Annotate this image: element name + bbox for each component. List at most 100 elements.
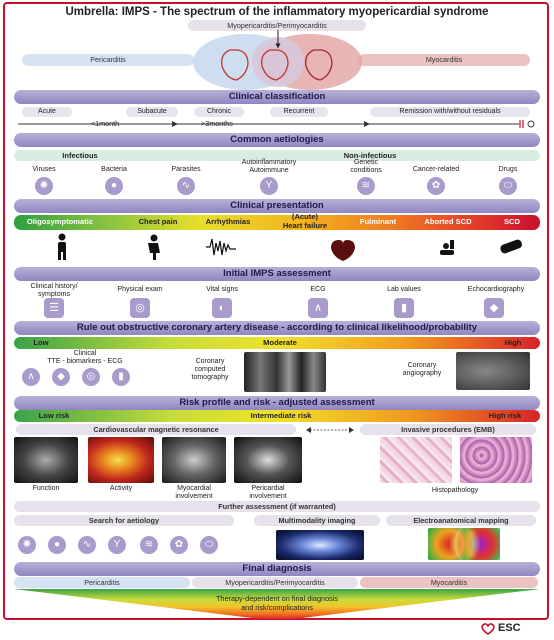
risk-low: Low risk [38,411,70,420]
cpr-icon [440,240,454,255]
blood-pressure-icon: ◐ [212,298,232,318]
stage-subacute: Subacute [126,107,178,117]
cmr-function-label: Function [32,485,60,492]
assessment-ecg-label: ECG [310,286,326,293]
final-myopericarditis: Myopericarditis/Perimyocarditis [192,577,358,588]
stage-acute: Acute [22,107,72,117]
clinical-classification-header: Clinical classification [14,90,540,104]
ct-scan-images [244,352,326,392]
stethoscope-icon: ◎ [130,298,150,318]
threshold-3months: >3months [201,119,233,128]
standing-person-icon [58,233,66,260]
clipboard-icon: ☰ [44,298,64,318]
presentation-header: Clinical presentation [14,199,540,213]
assessment-echo-label: Echocardiography [467,286,525,293]
histopathology-image-1 [380,437,452,483]
page-title: Umbrella: IMPS - The spectrum of the inf… [65,6,489,18]
cmr-pericardial-image [234,437,302,483]
threshold-1month: <1month [90,119,120,128]
cmr-myocardial-label: Myocardial involvement [175,485,213,500]
angiography-image [456,352,530,390]
aetiology-parasites-label: Parasites [171,166,201,173]
presentation-icons [58,233,522,261]
risk-level-bar [14,410,540,422]
ecg-small-icon: ∧ [22,368,40,386]
presentation-aborted-scd: Aborted SCD [424,217,472,226]
presentation-chest-pain: Chest pain [138,217,178,226]
likelihood-bar [14,337,540,349]
virus-icon: ✺ [35,177,53,195]
aetiology-cancer-label: Cancer-related [412,166,460,173]
esc-heart-logo-icon [481,623,495,635]
rule-out-cad-header: Rule out obstructive coronary artery dis… [14,321,540,335]
spectrum-center-label: Myopericarditis/Perimyocarditis [188,20,366,31]
coffin-icon [500,239,522,254]
aetiology-bacteria-label: Bacteria [101,166,127,173]
stage-remission: Remission with/without residuals [370,107,530,117]
assessment-vitals-label: Vital signs [206,286,238,293]
likelihood-high: High [504,338,522,347]
aetiology-genetic-label: Genetic conditions [350,159,382,174]
spectrum-right-label: Myocarditis [358,54,530,66]
test-tube-icon: ▮ [394,298,414,318]
cancer-cell-icon: ✿ [427,177,445,195]
rule-out-clinical-label: Clinical TTE - biomarkers - ECG [47,350,123,365]
cmr-function-image [14,437,78,483]
final-pericarditis: Pericarditis [14,577,190,588]
aetiology-drugs-label: Drugs [498,166,518,173]
infectious-label: Infectious [62,151,98,160]
therapy-text: Therapy-dependent on final diagnosis and… [215,594,339,612]
non-infectious-label: Non-infectious [343,151,397,160]
timeline-arrow [18,120,535,128]
ecg-icon: ∧ [308,298,328,318]
therapy-funnel [14,589,540,619]
assessment-physical-label: Physical exam [117,286,163,293]
cancer-cell-small-icon: ✿ [170,536,188,554]
final-myocarditis: Myocarditis [360,577,538,588]
presentation-heart-failure: (Acute) Heart failure [282,212,328,230]
cmr-myocardial-image [162,437,226,483]
heart-center-icon [261,49,289,81]
risk-intermediate: Intermediate risk [250,411,312,420]
cmr-label: Cardiovascular magnetic resonance [16,424,296,435]
test-tube-small-icon: ▮ [112,368,130,386]
rule-out-angio-label: Coronary angiography [402,362,442,377]
initial-assessment-header: Initial IMPS assessment [14,267,540,281]
cmr-pericardial-label: Pericardial involvement [249,485,287,500]
dna-small-icon: ≋ [140,536,158,554]
final-diagnosis-header: Final diagnosis [14,562,540,576]
presentation-arrhythmias: Arrhythmias [205,217,251,226]
further-imaging-label: Multimodality imaging [254,515,380,526]
likelihood-low: Low [33,338,49,347]
parasite-icon: ∿ [177,177,195,195]
histopathology-label: Histopathology [431,487,479,494]
further-mapping-label: Electroanatomical mapping [386,515,536,526]
further-aetiology-label: Search for aetiology [14,515,234,526]
antibody-small-icon: Y [108,536,126,554]
bacteria-icon: ● [105,177,123,195]
heart-icon [331,240,355,261]
electroanatomical-map-image [428,528,500,560]
echo-probe-icon: ◆ [484,298,504,318]
stage-chronic: Chronic [194,107,244,117]
further-assessment-header: Further assessment (if warranted) [14,501,540,512]
assessment-history-label: Clinical history/ symptoms [30,283,78,298]
heart-left-icon [221,49,249,81]
echo-small-icon: ◆ [52,368,70,386]
presentation-severity-bar [14,215,540,230]
chest-pain-person-icon [148,234,160,260]
antibody-icon: Y [260,177,278,195]
presentation-scd: SCD [503,217,521,226]
esc-logo-text: ESC [498,622,521,634]
aetiology-type-bar [14,150,540,161]
stage-recurrent: Recurrent [270,107,328,117]
spectrum-venn-diagram [193,30,362,90]
cmr-activity-label: Activity [109,485,133,492]
ecg-arrhythmia-icon [206,238,236,256]
assessment-lab-label: Lab values [387,286,421,293]
multimodality-image [276,530,364,560]
dna-icon: ≋ [357,177,375,195]
stethoscope-small-icon: ◎ [82,368,100,386]
risk-profile-header: Risk profile and risk - adjusted assessm… [14,396,540,410]
outer-frame [3,2,549,620]
